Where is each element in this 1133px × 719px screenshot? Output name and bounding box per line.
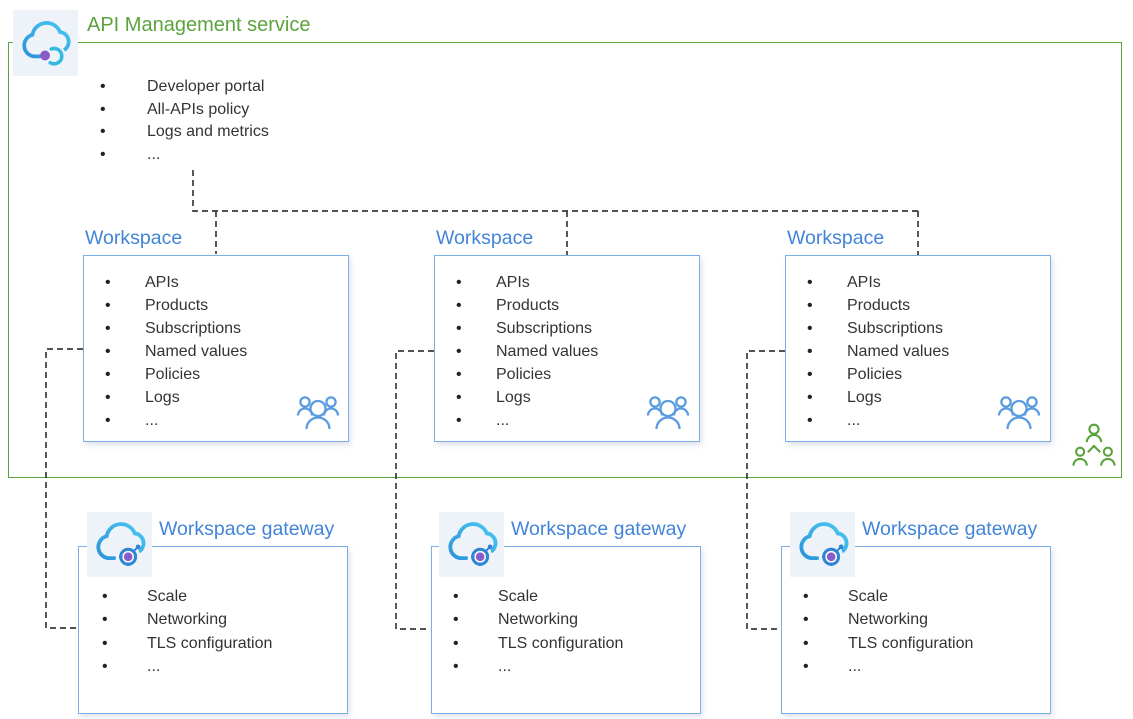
list-item: ... bbox=[803, 409, 949, 432]
workspace-gateway-cloud-icon bbox=[96, 521, 145, 569]
workspace-2-list: APIs Products Subscriptions Named values… bbox=[452, 271, 598, 432]
list-item: ... bbox=[101, 409, 247, 432]
list-item: ... bbox=[92, 144, 269, 167]
team-people-icon bbox=[296, 396, 340, 430]
list-item: Named values bbox=[452, 340, 598, 363]
list-item: Scale bbox=[799, 585, 973, 609]
list-item: Subscriptions bbox=[452, 317, 598, 340]
team-people-icon bbox=[997, 396, 1041, 430]
list-item: Scale bbox=[449, 585, 623, 609]
gateway-3-list: Scale Networking TLS configuration ... bbox=[799, 585, 973, 678]
list-item: Products bbox=[803, 294, 949, 317]
list-item: Policies bbox=[452, 363, 598, 386]
workspace-2-title: Workspace bbox=[436, 227, 534, 249]
list-item: TLS configuration bbox=[799, 632, 973, 656]
gateway-1-title: Workspace gateway bbox=[159, 518, 335, 540]
list-item: Subscriptions bbox=[803, 317, 949, 340]
list-item: Products bbox=[452, 294, 598, 317]
list-item: Named values bbox=[101, 340, 247, 363]
list-item: Named values bbox=[803, 340, 949, 363]
list-item: Scale bbox=[98, 585, 272, 609]
gateway-3-title: Workspace gateway bbox=[862, 518, 1038, 540]
list-item: ... bbox=[452, 409, 598, 432]
list-item: All-APIs policy bbox=[92, 99, 269, 122]
list-item: Developer portal bbox=[92, 76, 269, 99]
list-item: TLS configuration bbox=[98, 632, 272, 656]
list-item: Policies bbox=[803, 363, 949, 386]
list-item: ... bbox=[449, 655, 623, 679]
list-item: Subscriptions bbox=[101, 317, 247, 340]
list-item: Products bbox=[101, 294, 247, 317]
list-item: ... bbox=[799, 655, 973, 679]
workspace-3-title: Workspace bbox=[787, 227, 885, 249]
api-management-service-title: API Management service bbox=[87, 14, 311, 36]
list-item: Logs and metrics bbox=[92, 121, 269, 144]
list-item: APIs bbox=[803, 271, 949, 294]
gateway-2-icon-tile bbox=[439, 512, 504, 577]
workspace-gateway-cloud-icon bbox=[799, 521, 848, 569]
list-item: Policies bbox=[101, 363, 247, 386]
list-item: Logs bbox=[101, 386, 247, 409]
list-item: Networking bbox=[799, 608, 973, 632]
api-management-icon-tile bbox=[13, 10, 78, 76]
gateway-1-icon-tile bbox=[87, 512, 152, 577]
list-item: Networking bbox=[449, 608, 623, 632]
gateway-2-list: Scale Networking TLS configuration ... bbox=[449, 585, 623, 678]
api-management-cloud-icon bbox=[22, 20, 71, 68]
list-item: Logs bbox=[452, 386, 598, 409]
green-org-people-icon bbox=[1072, 423, 1116, 466]
list-item: ... bbox=[98, 655, 272, 679]
gateway-1-list: Scale Networking TLS configuration ... bbox=[98, 585, 272, 678]
workspace-1-title: Workspace bbox=[85, 227, 183, 249]
list-item: APIs bbox=[452, 271, 598, 294]
workspace-1-list: APIs Products Subscriptions Named values… bbox=[101, 271, 247, 432]
service-feature-list: Developer portal All-APIs policy Logs an… bbox=[92, 76, 269, 166]
list-item: Logs bbox=[803, 386, 949, 409]
list-item: Networking bbox=[98, 608, 272, 632]
workspace-3-list: APIs Products Subscriptions Named values… bbox=[803, 271, 949, 432]
team-people-icon bbox=[646, 396, 690, 430]
list-item: TLS configuration bbox=[449, 632, 623, 656]
workspace-gateway-cloud-icon bbox=[448, 521, 497, 569]
list-item: APIs bbox=[101, 271, 247, 294]
api-management-service-box bbox=[8, 42, 1122, 478]
gateway-3-icon-tile bbox=[790, 512, 855, 577]
gateway-2-title: Workspace gateway bbox=[511, 518, 687, 540]
